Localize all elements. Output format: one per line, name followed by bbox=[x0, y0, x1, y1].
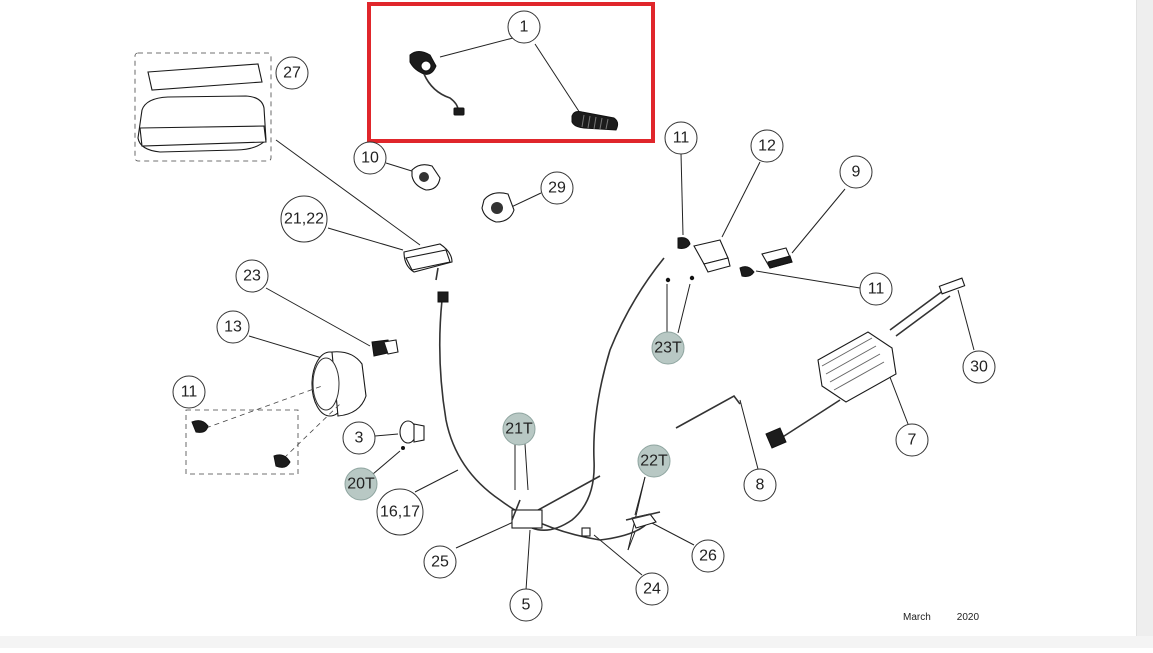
part-21-22-tail-light bbox=[403, 243, 453, 281]
part-11-top-bulb bbox=[677, 237, 691, 249]
svg-text:5: 5 bbox=[522, 597, 531, 614]
callout-23: 23 bbox=[235, 259, 269, 293]
callout-22T: 22T bbox=[637, 444, 671, 478]
part-3-horn bbox=[399, 420, 425, 450]
revision-month: March bbox=[903, 612, 931, 623]
callout-1: 1 bbox=[507, 10, 541, 44]
revision-date: March 2020 bbox=[903, 612, 979, 623]
part-12-bracket bbox=[693, 239, 731, 273]
part-11-left-bulbs bbox=[185, 385, 341, 475]
svg-text:16,17: 16,17 bbox=[380, 504, 420, 521]
svg-text:29: 29 bbox=[548, 180, 566, 197]
svg-text:22T: 22T bbox=[640, 453, 668, 470]
part-8-rod bbox=[675, 394, 741, 429]
part-1-throttle-grip bbox=[409, 51, 619, 131]
part-24-clip bbox=[581, 527, 591, 537]
svg-text:11: 11 bbox=[868, 281, 885, 298]
svg-text:1: 1 bbox=[520, 19, 529, 36]
callout-3: 3 bbox=[342, 421, 376, 455]
callout-11-right: 11 bbox=[859, 272, 893, 306]
svg-text:3: 3 bbox=[355, 430, 364, 447]
svg-text:10: 10 bbox=[361, 150, 379, 167]
callout-29: 29 bbox=[540, 171, 574, 205]
callout-20T: 20T bbox=[344, 467, 378, 501]
svg-text:12: 12 bbox=[758, 138, 776, 155]
part-7-battery bbox=[765, 331, 897, 449]
part-26-sensor bbox=[625, 511, 661, 529]
callout-12: 12 bbox=[750, 129, 784, 163]
callout-5: 5 bbox=[509, 588, 543, 622]
bottom-edge bbox=[0, 636, 1153, 648]
part-11-right-bulb bbox=[739, 266, 755, 277]
wiring-harness bbox=[437, 257, 665, 541]
callout-27: 27 bbox=[275, 56, 309, 90]
svg-text:23T: 23T bbox=[654, 340, 682, 357]
callout-13: 13 bbox=[216, 310, 250, 344]
callout-11-left: 11 bbox=[172, 375, 206, 409]
callout-16-17: 16,17 bbox=[376, 488, 424, 536]
callout-8: 8 bbox=[743, 468, 777, 502]
callout-10: 10 bbox=[353, 141, 387, 175]
svg-text:9: 9 bbox=[852, 164, 861, 181]
part-23-bulb bbox=[371, 339, 399, 357]
part-29-switch bbox=[481, 192, 515, 223]
svg-text:26: 26 bbox=[699, 548, 717, 565]
svg-text:27: 27 bbox=[283, 65, 301, 82]
svg-text:21T: 21T bbox=[505, 421, 533, 438]
svg-text:30: 30 bbox=[970, 359, 988, 376]
svg-text:11: 11 bbox=[181, 384, 198, 401]
svg-text:13: 13 bbox=[224, 319, 242, 336]
svg-text:7: 7 bbox=[908, 432, 917, 449]
callout-7: 7 bbox=[895, 423, 929, 457]
callout-30: 30 bbox=[962, 350, 996, 384]
svg-text:20T: 20T bbox=[347, 476, 375, 493]
part-13-headlight bbox=[311, 351, 367, 417]
callout-9: 9 bbox=[839, 155, 873, 189]
svg-text:21,22: 21,22 bbox=[284, 211, 324, 228]
part-27-seat bbox=[134, 52, 272, 162]
part-10-switch bbox=[411, 164, 441, 191]
highlight-box bbox=[367, 2, 655, 143]
svg-text:24: 24 bbox=[643, 581, 661, 598]
callout-25: 25 bbox=[423, 545, 457, 579]
callout-21T: 21T bbox=[502, 412, 536, 446]
svg-text:23: 23 bbox=[243, 268, 261, 285]
callout-24: 24 bbox=[635, 572, 669, 606]
leader-lines bbox=[248, 37, 975, 591]
vertical-scrollbar[interactable] bbox=[1136, 0, 1153, 636]
svg-text:25: 25 bbox=[431, 554, 449, 571]
callout-11-top: 11 bbox=[664, 121, 698, 155]
revision-year: 2020 bbox=[956, 612, 980, 623]
svg-text:11: 11 bbox=[673, 130, 690, 147]
callout-23T: 23T bbox=[651, 331, 685, 365]
part-23T-fasteners bbox=[665, 275, 695, 283]
callout-21-22: 21,22 bbox=[280, 195, 328, 243]
part-9-indicator bbox=[761, 247, 793, 269]
callout-26: 26 bbox=[691, 539, 725, 573]
part-30-cables bbox=[889, 277, 966, 337]
svg-text:8: 8 bbox=[756, 477, 765, 494]
